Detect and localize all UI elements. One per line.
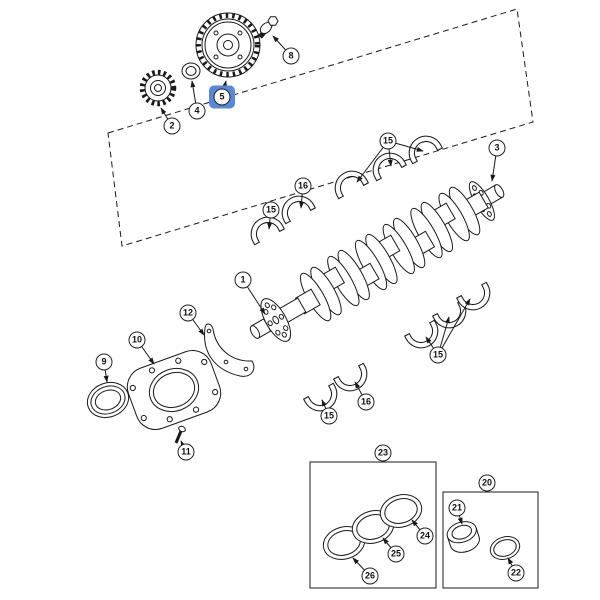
callout-24-19[interactable]: 24: [416, 527, 434, 545]
callout-20-17[interactable]: 20: [478, 474, 496, 492]
callout-label: 16: [297, 180, 308, 191]
callout-15-12[interactable]: 15: [429, 346, 447, 364]
housing-screw[interactable]: [174, 425, 186, 444]
callout-label: 15: [382, 135, 393, 146]
callout-label: 23: [377, 447, 388, 458]
callout-15-7[interactable]: 15: [262, 201, 280, 219]
piston-kit-box: [442, 491, 539, 589]
callout-label: 1: [240, 274, 246, 285]
piston-ring[interactable]: [487, 533, 522, 563]
callout-12-9[interactable]: 12: [179, 304, 197, 322]
callout-label: 9: [101, 356, 107, 367]
piston-pin-kit[interactable]: [444, 518, 522, 563]
main-bearing-shells-upper[interactable]: [244, 129, 443, 246]
callout-16-13[interactable]: 16: [357, 393, 375, 411]
pulley-bolt[interactable]: [258, 16, 279, 39]
piston-cup[interactable]: [444, 518, 482, 556]
callout-5-1[interactable]: 5: [213, 88, 231, 106]
cover-gasket[interactable]: [204, 323, 255, 377]
rear-seal-housing[interactable]: [122, 345, 227, 435]
callout-23-16[interactable]: 23: [374, 444, 392, 462]
thrust-washer[interactable]: [181, 62, 201, 80]
callout-label: 15: [432, 349, 443, 360]
callout-label: 2: [169, 120, 175, 131]
callout-label: 20: [481, 477, 492, 488]
crankshaft-pulley[interactable]: [195, 12, 261, 78]
callout-15-14[interactable]: 15: [320, 407, 338, 425]
callout-8-0[interactable]: 8: [282, 47, 300, 65]
rear-main-seal[interactable]: [82, 377, 133, 423]
callout-16-6[interactable]: 16: [294, 177, 312, 195]
callout-2-3[interactable]: 2: [163, 117, 181, 135]
callout-label: 4: [194, 105, 200, 116]
callout-label: 3: [494, 142, 500, 153]
callout-label: 12: [182, 307, 193, 318]
callout-26-21[interactable]: 26: [361, 567, 379, 585]
callout-label: 10: [131, 334, 142, 345]
callout-label: 24: [419, 530, 430, 541]
callout-label: 15: [323, 410, 334, 421]
callout-25-20[interactable]: 25: [387, 545, 405, 563]
timing-gear[interactable]: [139, 69, 177, 107]
callout-21-18[interactable]: 21: [448, 499, 466, 517]
callout-22-22[interactable]: 22: [507, 564, 525, 582]
dashed-boundary-plane: [107, 8, 534, 247]
callout-label: 11: [181, 446, 191, 457]
callout-label: 16: [360, 396, 371, 407]
callout-label: 26: [364, 570, 375, 581]
callout-label: 22: [510, 567, 521, 578]
callout-label: 5: [219, 91, 225, 102]
crankshaft[interactable]: [238, 165, 516, 358]
callout-label: 15: [265, 204, 276, 215]
ring-set-box: [309, 461, 437, 589]
callout-9-11[interactable]: 9: [95, 353, 113, 371]
callout-11-15[interactable]: 11: [177, 443, 195, 461]
callout-3-5[interactable]: 3: [488, 139, 506, 157]
callout-1-8[interactable]: 1: [234, 271, 252, 289]
callout-10-10[interactable]: 10: [128, 331, 146, 349]
callout-15-4[interactable]: 15: [379, 132, 397, 150]
piston-ring-set[interactable]: [318, 489, 427, 565]
callout-label: 25: [390, 548, 401, 559]
callout-label: 21: [451, 502, 462, 513]
callout-4-2[interactable]: 4: [188, 102, 206, 120]
callout-label: 8: [288, 50, 294, 61]
